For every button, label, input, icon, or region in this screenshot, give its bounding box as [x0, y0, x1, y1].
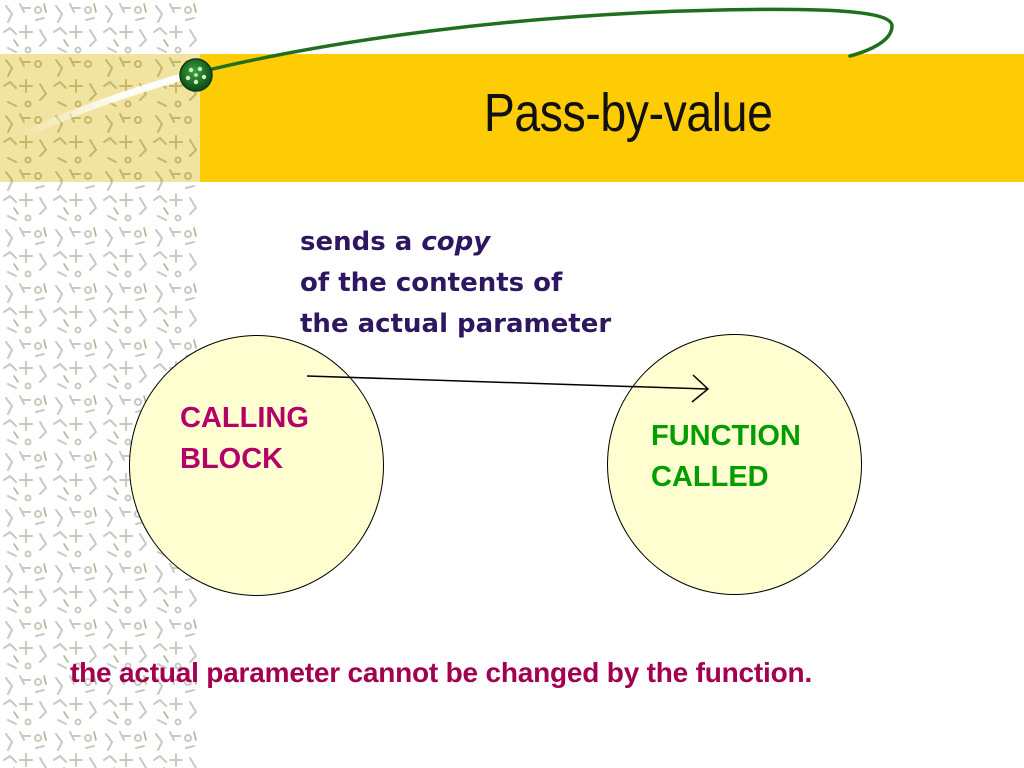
arrow-caption: sends a copy of the contents of the actu…	[300, 222, 611, 345]
calling-block-label: CALLING BLOCK	[180, 398, 309, 480]
conclusion-text: the actual parameter cannot be changed b…	[70, 657, 813, 688]
caption-line-1: sends a copy	[300, 222, 611, 263]
caption-emphasis: copy	[421, 227, 491, 257]
caption-prefix: sends a	[300, 227, 422, 257]
function-called-label: FUNCTION CALLED	[651, 416, 801, 498]
calling-block-line-2: BLOCK	[180, 443, 284, 475]
slide-title: Pass-by-value	[483, 83, 773, 143]
function-called-line-2: CALLED	[651, 461, 769, 493]
calling-block-line-1: CALLING	[180, 402, 309, 434]
decorative-pattern-band	[0, 54, 200, 182]
function-called-line-1: FUNCTION	[651, 420, 801, 452]
caption-line-3: the actual parameter	[300, 309, 612, 339]
caption-line-2: of the contents of	[300, 268, 563, 298]
